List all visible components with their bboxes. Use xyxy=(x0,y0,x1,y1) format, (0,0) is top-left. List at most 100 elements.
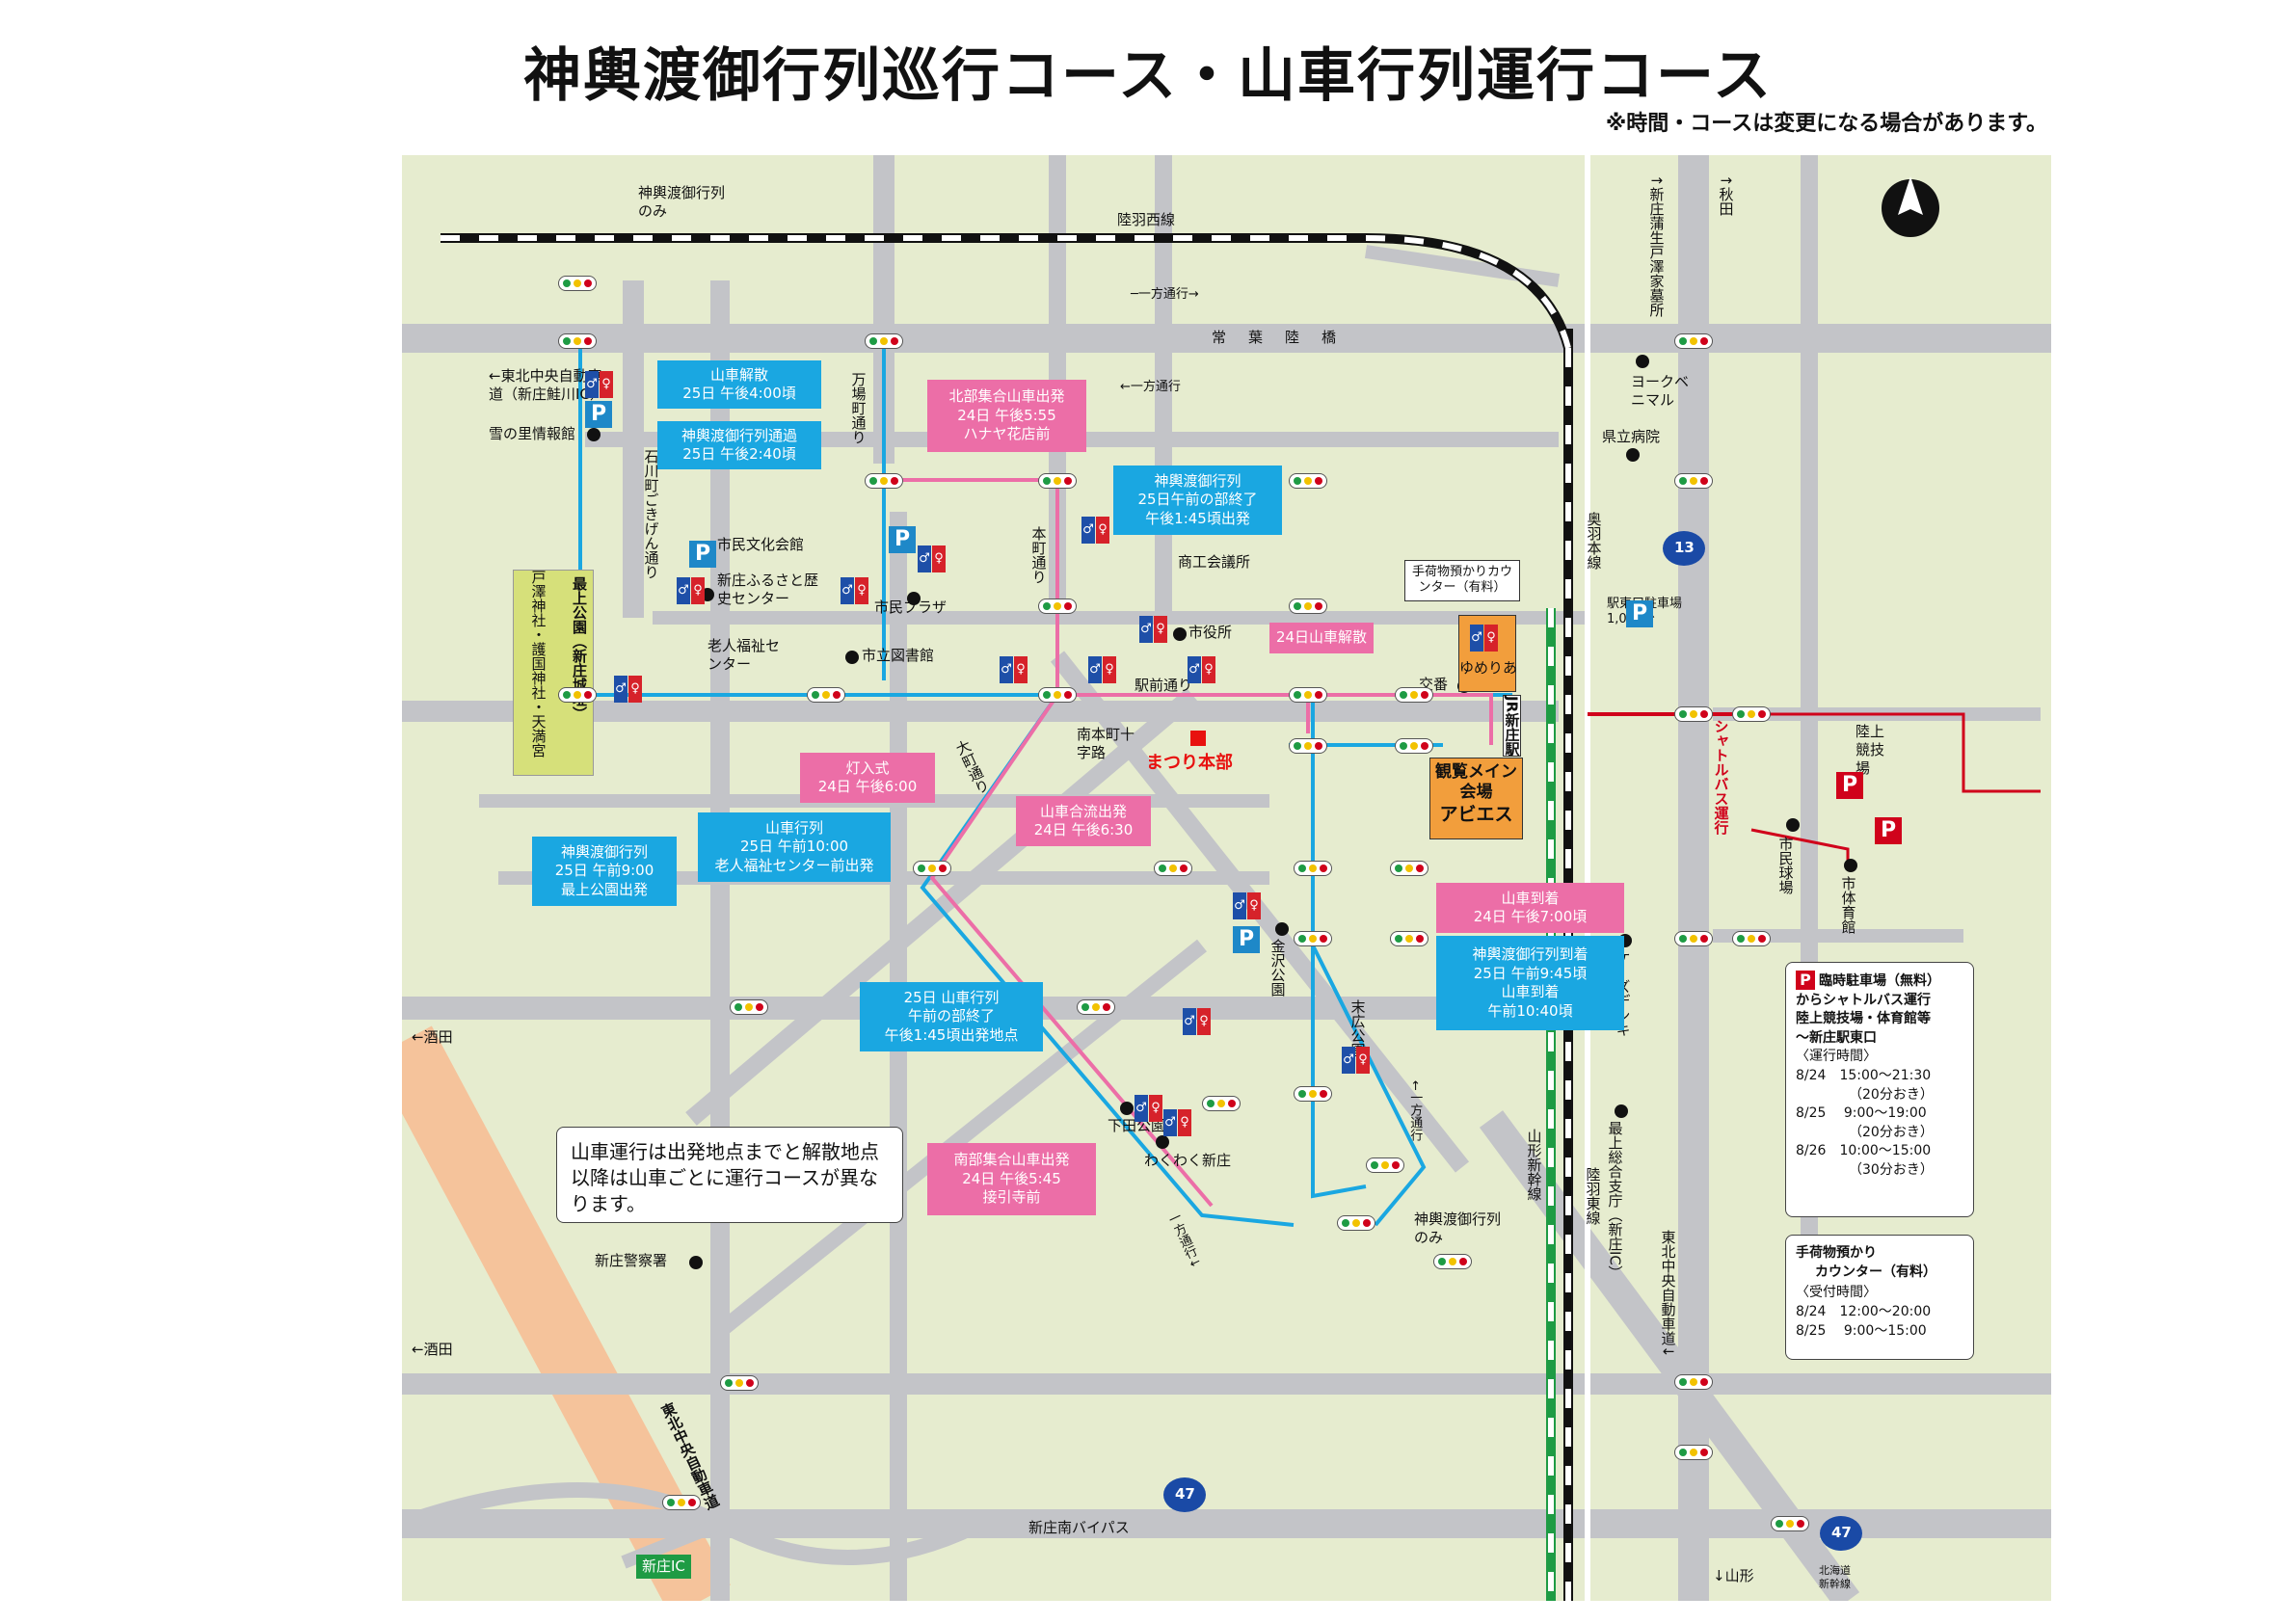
bypass-label: 新庄南バイパス xyxy=(1028,1519,1130,1536)
matsuri-honbu: まつり本部 xyxy=(1146,753,1233,773)
honmachi-street: 本町通り xyxy=(1029,526,1048,584)
shinjo-ic-sign: 新庄IC xyxy=(636,1555,691,1579)
parking-icon-4: P xyxy=(1233,926,1260,953)
map-graphics xyxy=(402,155,2051,1601)
ishikawa-street: 石川町ごきげん通り xyxy=(642,449,660,579)
route-13-shield xyxy=(1663,531,1705,566)
kamado-arrow: ↑新庄蒲生戸澤家墓所 xyxy=(1647,174,1666,317)
traffic-signal-icon xyxy=(1433,1254,1472,1269)
parking-icon-2: P xyxy=(689,541,716,568)
shrines-label: 戸澤神社・護国神社・天満宮 xyxy=(529,570,547,758)
shimin-plaza: 市民プラザ xyxy=(874,599,948,616)
callout-dashi-afternoon: 25日 山車行列午前の部終了午後1:45頃出発地点 xyxy=(860,982,1043,1051)
toilet-icon-6: ♂♀ xyxy=(1139,616,1167,643)
tohoku-ic-label: ←東北中央自動車道（新庄鮭川IC） xyxy=(489,367,604,403)
traffic-signal-icon xyxy=(1674,333,1713,349)
traffic-signal-icon xyxy=(720,1375,759,1391)
minami-honmachi: 南本町十字路 xyxy=(1077,726,1135,761)
traffic-signal-icon xyxy=(1395,687,1433,703)
railway-rikuu-west xyxy=(441,233,1573,350)
route-13-label: 13 xyxy=(1674,539,1695,556)
route-map: 13 47 47 陸羽西線 常 葉 陸 橋 ─一方通行→ ←一方通行 石川町ごき… xyxy=(402,155,2051,1601)
hokkaido-shinkansen: 北海道新幹線 xyxy=(1819,1564,1851,1590)
toilet-icon-5: ♂♀ xyxy=(1081,517,1109,544)
chamber-of-commerce: 商工会議所 xyxy=(1178,553,1251,571)
toilet-icon-13: ♂♀ xyxy=(1135,1095,1162,1122)
toilet-icon-12: ♂♀ xyxy=(1342,1047,1370,1074)
route-47-label: 47 xyxy=(1175,1485,1195,1503)
traffic-signal-icon xyxy=(1337,1215,1375,1231)
rojin-center: 老人福祉センター xyxy=(707,637,781,673)
baggage-counter-label: 手荷物預かりカウンター（有料） xyxy=(1404,560,1520,601)
traffic-signal-icon xyxy=(1289,473,1327,489)
traffic-signal-icon xyxy=(730,999,768,1015)
traffic-signal-icon xyxy=(1289,599,1327,614)
traffic-signal-icon xyxy=(1289,687,1327,703)
traffic-signal-icon xyxy=(1366,1157,1404,1173)
traffic-signal-icon xyxy=(807,687,845,703)
traffic-signal-icon xyxy=(913,861,951,876)
traffic-signal-icon xyxy=(1202,1096,1241,1111)
parking-icon-3: P xyxy=(889,526,916,553)
toilet-icon-3: ♂♀ xyxy=(841,577,868,604)
gymnasium: 市体育館 xyxy=(1839,876,1857,934)
toilet-icon-2: ♂♀ xyxy=(677,577,705,604)
ekimae-street: 駅前通り xyxy=(1135,677,1193,694)
mikoshi-only-south: 神輿渡御行列のみ xyxy=(1414,1211,1502,1246)
traffic-signal-icon xyxy=(1154,861,1192,876)
tokiwa-bridge: 常 葉 陸 橋 xyxy=(1212,329,1341,346)
page-title: 神輿渡御行列巡行コース・山車行列運行コース xyxy=(523,42,1773,110)
sakata-arrow-1: ←酒田 xyxy=(412,1028,453,1046)
traffic-signal-icon xyxy=(865,333,903,349)
parking-icon-temp-2: P xyxy=(1875,817,1902,844)
callout-24-kaisan: 24日山車解散 xyxy=(1269,623,1374,653)
shuttle-label: シャトルバス運行 xyxy=(1712,719,1730,835)
yuki-no-sato: 雪の里情報館 xyxy=(489,425,576,442)
toilet-icon-4: ♂♀ xyxy=(918,545,946,572)
athletic-field: 陸上競技場 xyxy=(1855,723,1885,777)
parking-icon-temp: P xyxy=(1836,772,1863,799)
route-47-label-b: 47 xyxy=(1831,1524,1852,1541)
traffic-signal-icon xyxy=(1038,687,1077,703)
traffic-signal-icon xyxy=(1077,999,1115,1015)
kanazawa-park: 金沢公園 xyxy=(1268,939,1287,997)
notice-text: ※時間・コースは変更になる場合があります。 xyxy=(1605,112,2047,136)
traffic-signal-icon xyxy=(558,333,597,349)
traffic-signal-icon xyxy=(1771,1516,1809,1531)
baseball-stadium: 市民球場 xyxy=(1776,837,1795,894)
bunka-kaikan: 市民文化会館 xyxy=(717,536,805,553)
parking-icon-east: P xyxy=(1626,600,1653,627)
traffic-signal-icon xyxy=(1674,1374,1713,1390)
oneway-mid: ←一方通行 xyxy=(1120,380,1181,394)
road-network xyxy=(402,155,2051,1601)
furusato-center: 新庄ふるさと歴史センター xyxy=(717,572,819,607)
toilet-icon-14: ♂♀ xyxy=(1163,1109,1191,1136)
sakata-arrow-2: ←酒田 xyxy=(412,1341,453,1358)
city-library: 市立図書館 xyxy=(862,647,935,664)
traffic-signal-icon xyxy=(558,276,597,291)
expressway-diagonal xyxy=(402,1025,731,1601)
traffic-signal-icon xyxy=(662,1495,701,1510)
abies-venue: 観覧メイン会場アビエス xyxy=(1429,758,1523,839)
suehiro-park: 末広公園 xyxy=(1348,999,1367,1057)
jr-shinjo-station: JR新庄駅 xyxy=(1503,695,1521,758)
baggage-info-box: 手荷物預かり カウンター（有料） 〈受付時間〉 8/24 12:00～20:00… xyxy=(1785,1235,1974,1360)
traffic-signal-icon xyxy=(1390,861,1428,876)
prefectural-hospital: 県立病院 xyxy=(1602,428,1661,445)
traffic-signal-icon xyxy=(1294,1086,1332,1102)
toilet-icon-7: ♂♀ xyxy=(1000,656,1028,683)
yamagata-shinkansen: 山形新幹線 xyxy=(1525,1129,1543,1201)
toilet-icon-8: ♂♀ xyxy=(1088,656,1116,683)
traffic-signal-icon xyxy=(1294,931,1332,946)
manba-street: 万場町通り xyxy=(849,372,868,444)
police-station: 新庄警察署 xyxy=(595,1252,668,1269)
traffic-signal-icon xyxy=(1674,931,1713,946)
traffic-signal-icon xyxy=(1674,706,1713,722)
rikuu-east-line: 陸羽東線 xyxy=(1584,1167,1602,1225)
